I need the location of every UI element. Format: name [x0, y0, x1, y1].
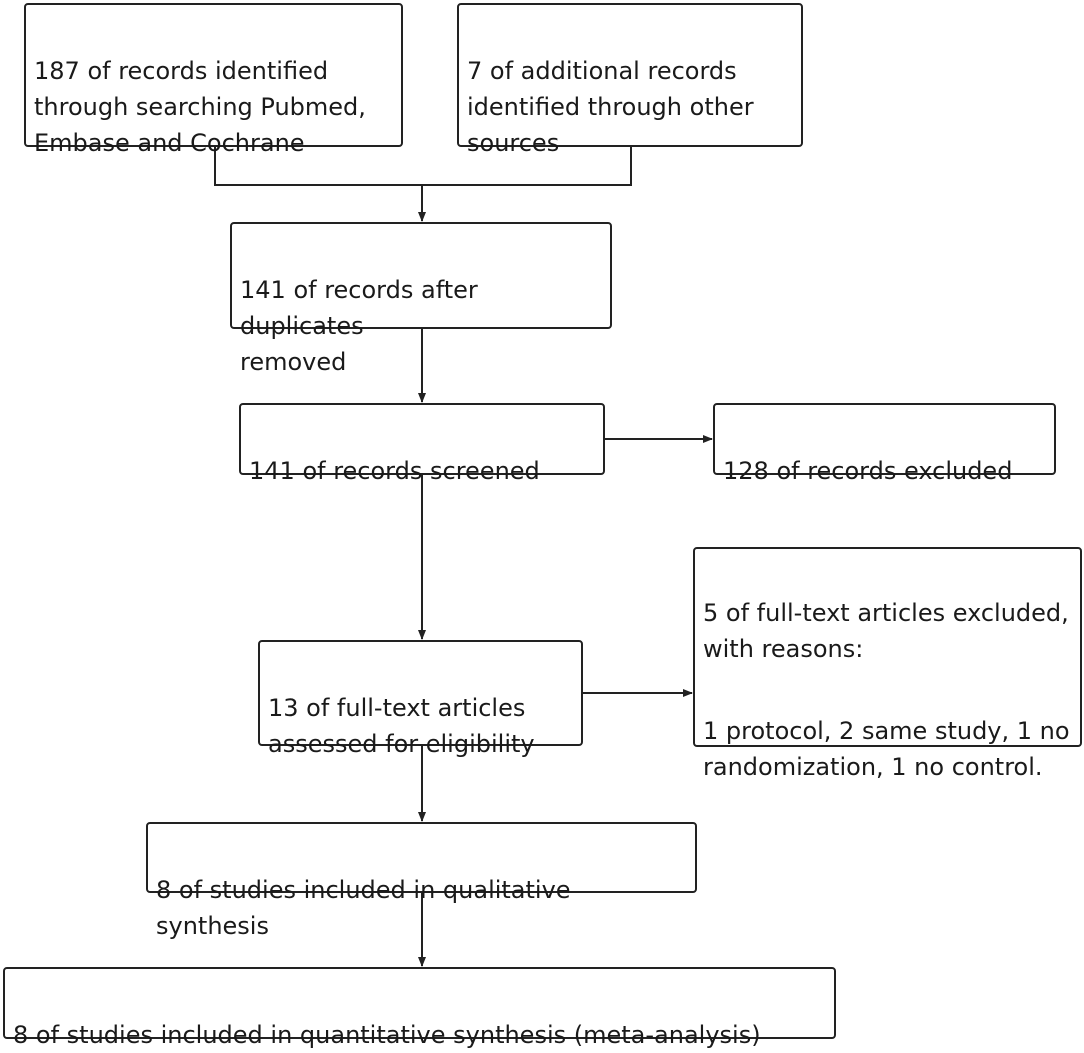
fulltext-eligibility-box: 13 of full-text articles assessed for el…: [258, 640, 583, 758]
quantitative-synthesis-box: 8 of studies included in quantitative sy…: [3, 967, 836, 1049]
fulltext-excluded-heading: 5 of full-text articles excluded, with r…: [703, 599, 1069, 663]
records-screened-text: 141 of records screened: [249, 457, 540, 485]
fulltext-excluded-reasons: 1 protocol, 2 same study, 1 no randomiza…: [703, 717, 1070, 781]
records-after-duplicates-box: 141 of records after duplicates removed: [230, 222, 612, 376]
records-identified-other-text: 7 of additional records identified throu…: [467, 57, 754, 157]
quantitative-synthesis-text: 8 of studies included in quantitative sy…: [13, 1021, 761, 1049]
records-screened-box: 141 of records screened: [239, 403, 605, 485]
records-after-duplicates-text: 141 of records after duplicates removed: [240, 276, 478, 376]
fulltext-eligibility-text: 13 of full-text articles assessed for el…: [268, 694, 535, 758]
fulltext-excluded-box: 5 of full-text articles excluded, with r…: [693, 547, 1082, 781]
records-excluded-box: 128 of records excluded: [713, 403, 1056, 485]
qualitative-synthesis-box: 8 of studies included in qualitative syn…: [146, 822, 697, 940]
records-excluded-text: 128 of records excluded: [723, 457, 1013, 485]
records-identified-database-box: 187 of records identified through search…: [24, 3, 403, 157]
qualitative-synthesis-text: 8 of studies included in qualitative syn…: [156, 876, 571, 940]
records-identified-other-box: 7 of additional records identified throu…: [457, 3, 803, 157]
records-identified-database-text: 187 of records identified through search…: [34, 57, 366, 157]
